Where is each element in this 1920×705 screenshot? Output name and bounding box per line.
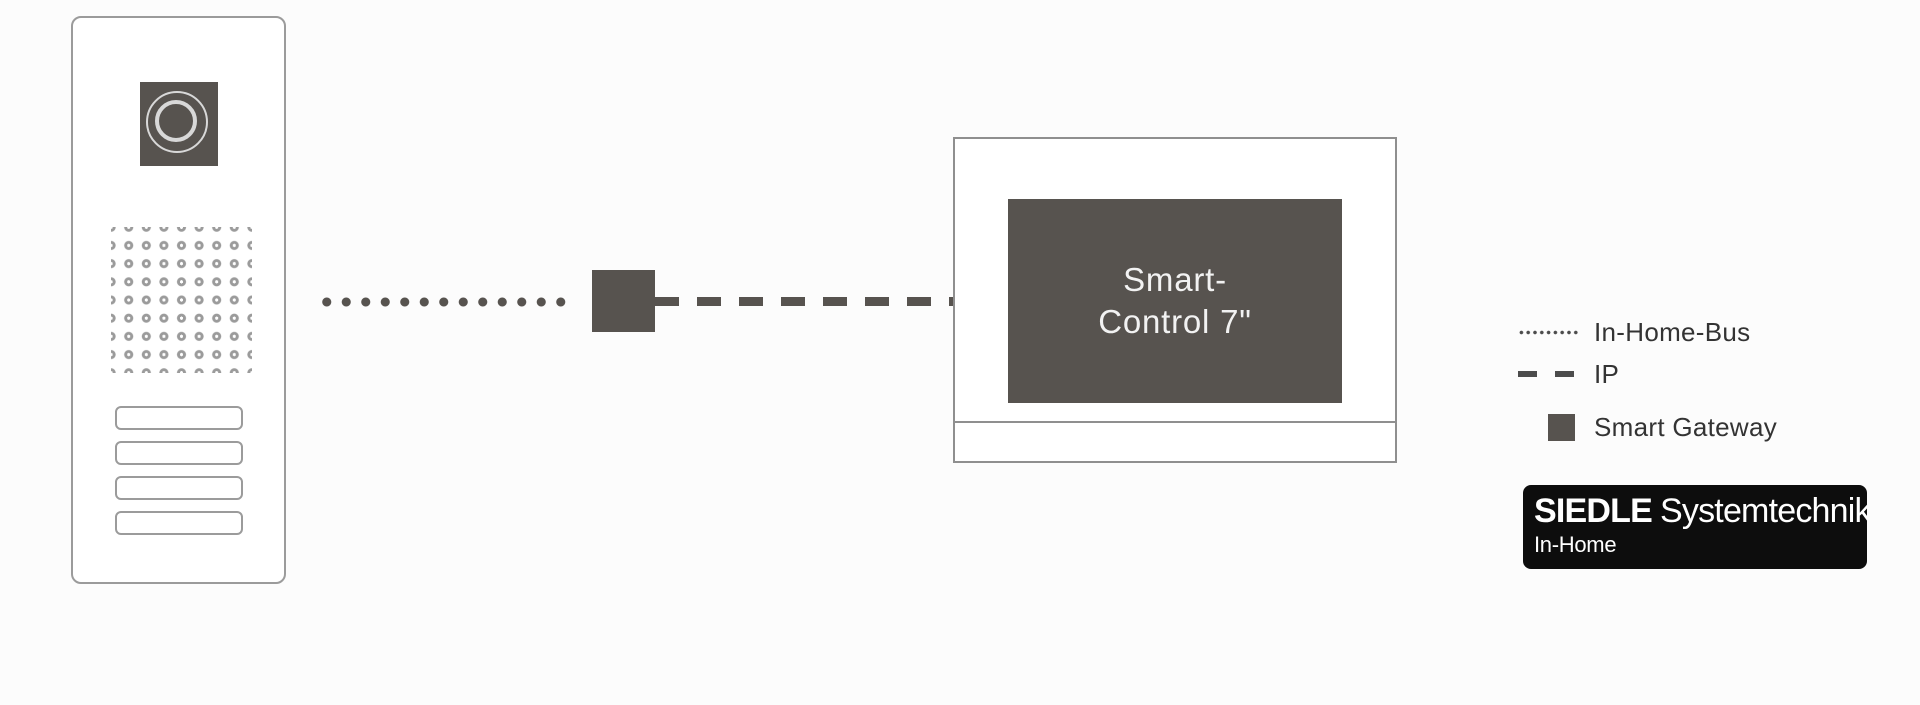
logo-product-text: Systemtechnik: [1660, 492, 1867, 530]
gateway-square-icon: [1548, 413, 1575, 441]
door-station: [71, 16, 286, 584]
smart-gateway-square: [592, 270, 655, 332]
camera-lens-outer-ring: [146, 91, 208, 153]
call-button: [115, 476, 243, 500]
in-home-bus-connector-line: [317, 297, 571, 307]
call-button: [115, 406, 243, 430]
monitor-label-line1: Smart-: [1123, 261, 1227, 298]
speaker-grille: [111, 227, 252, 373]
logo-subtitle: In-Home: [1534, 532, 1617, 557]
logo-brand-text: SIEDLE: [1534, 492, 1653, 530]
legend-item-ip: IP: [1518, 359, 1619, 389]
ip-connector-line: [655, 297, 953, 306]
smart-control-monitor: Smart- Control 7": [953, 137, 1397, 463]
call-button: [115, 511, 243, 535]
dashed-line-icon: [1518, 371, 1574, 377]
call-button-group: [115, 406, 243, 535]
legend-item-smart-gateway: Smart Gateway: [1518, 412, 1777, 442]
dotted-line-icon: [1518, 329, 1578, 335]
monitor-base-divider: [955, 421, 1395, 423]
call-button: [115, 441, 243, 465]
camera-icon: [140, 82, 218, 166]
legend-swatch-box: [1518, 412, 1594, 442]
monitor-screen: Smart- Control 7": [1008, 199, 1342, 403]
camera-lens-inner-ring: [155, 100, 197, 142]
legend-label: IP: [1594, 358, 1620, 389]
legend-item-in-home-bus: In-Home-Bus: [1518, 317, 1750, 347]
legend-label: In-Home-Bus: [1594, 316, 1751, 347]
legend-label: Smart Gateway: [1594, 411, 1778, 442]
legend-swatch-box: [1518, 317, 1594, 347]
legend-swatch-box: [1518, 359, 1594, 389]
monitor-label-line2: Control 7": [1098, 303, 1252, 340]
